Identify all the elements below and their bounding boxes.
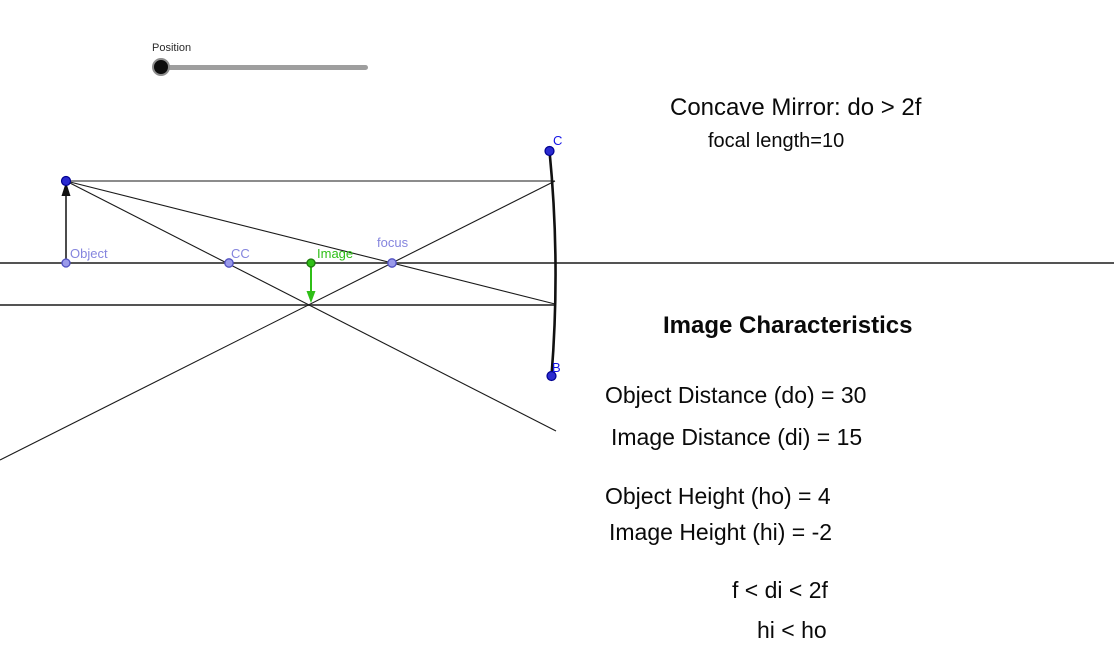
page-title: Concave Mirror: do > 2f <box>670 94 922 121</box>
object-point-label: Object <box>70 246 108 261</box>
position-slider-handle[interactable] <box>152 58 170 76</box>
object-height-text: Object Height (ho) = 4 <box>605 483 831 509</box>
reflected-through-focus-ray <box>0 180 556 461</box>
object-tip-point[interactable] <box>60 175 72 187</box>
object-arrowhead <box>61 182 71 196</box>
image-distance-text: Image Distance (di) = 15 <box>611 424 863 450</box>
center-of-curvature-point <box>224 258 234 268</box>
mirror-top-point <box>544 145 555 157</box>
object-distance-text: Object Distance (do) = 30 <box>605 382 867 408</box>
di-relation-text: f < di < 2f <box>732 577 828 603</box>
hi-relation-text: hi < ho <box>757 617 827 643</box>
mirror-bottom-label: B <box>552 360 561 375</box>
focus-point-label: focus <box>377 235 409 250</box>
image-point <box>306 258 316 268</box>
concave-mirror-arc <box>548 150 557 377</box>
characteristics-heading: Image Characteristics <box>663 312 913 339</box>
position-slider-label: Position <box>152 42 192 54</box>
position-slider-track[interactable] <box>159 65 368 70</box>
image-arrowhead <box>306 291 316 303</box>
incident-through-focus-ray <box>65 180 556 305</box>
mirror-top-label: C <box>553 133 563 148</box>
cc-point-label: CC <box>231 246 250 261</box>
focal-length-text: focal length=10 <box>708 130 845 152</box>
center-of-curvature-ray <box>65 180 557 432</box>
image-height-text: Image Height (hi) = -2 <box>609 519 833 545</box>
object-base-point <box>61 258 71 268</box>
focus-point <box>387 258 397 268</box>
image-point-label: Image <box>317 246 354 261</box>
mirror-bottom-point <box>546 370 557 382</box>
